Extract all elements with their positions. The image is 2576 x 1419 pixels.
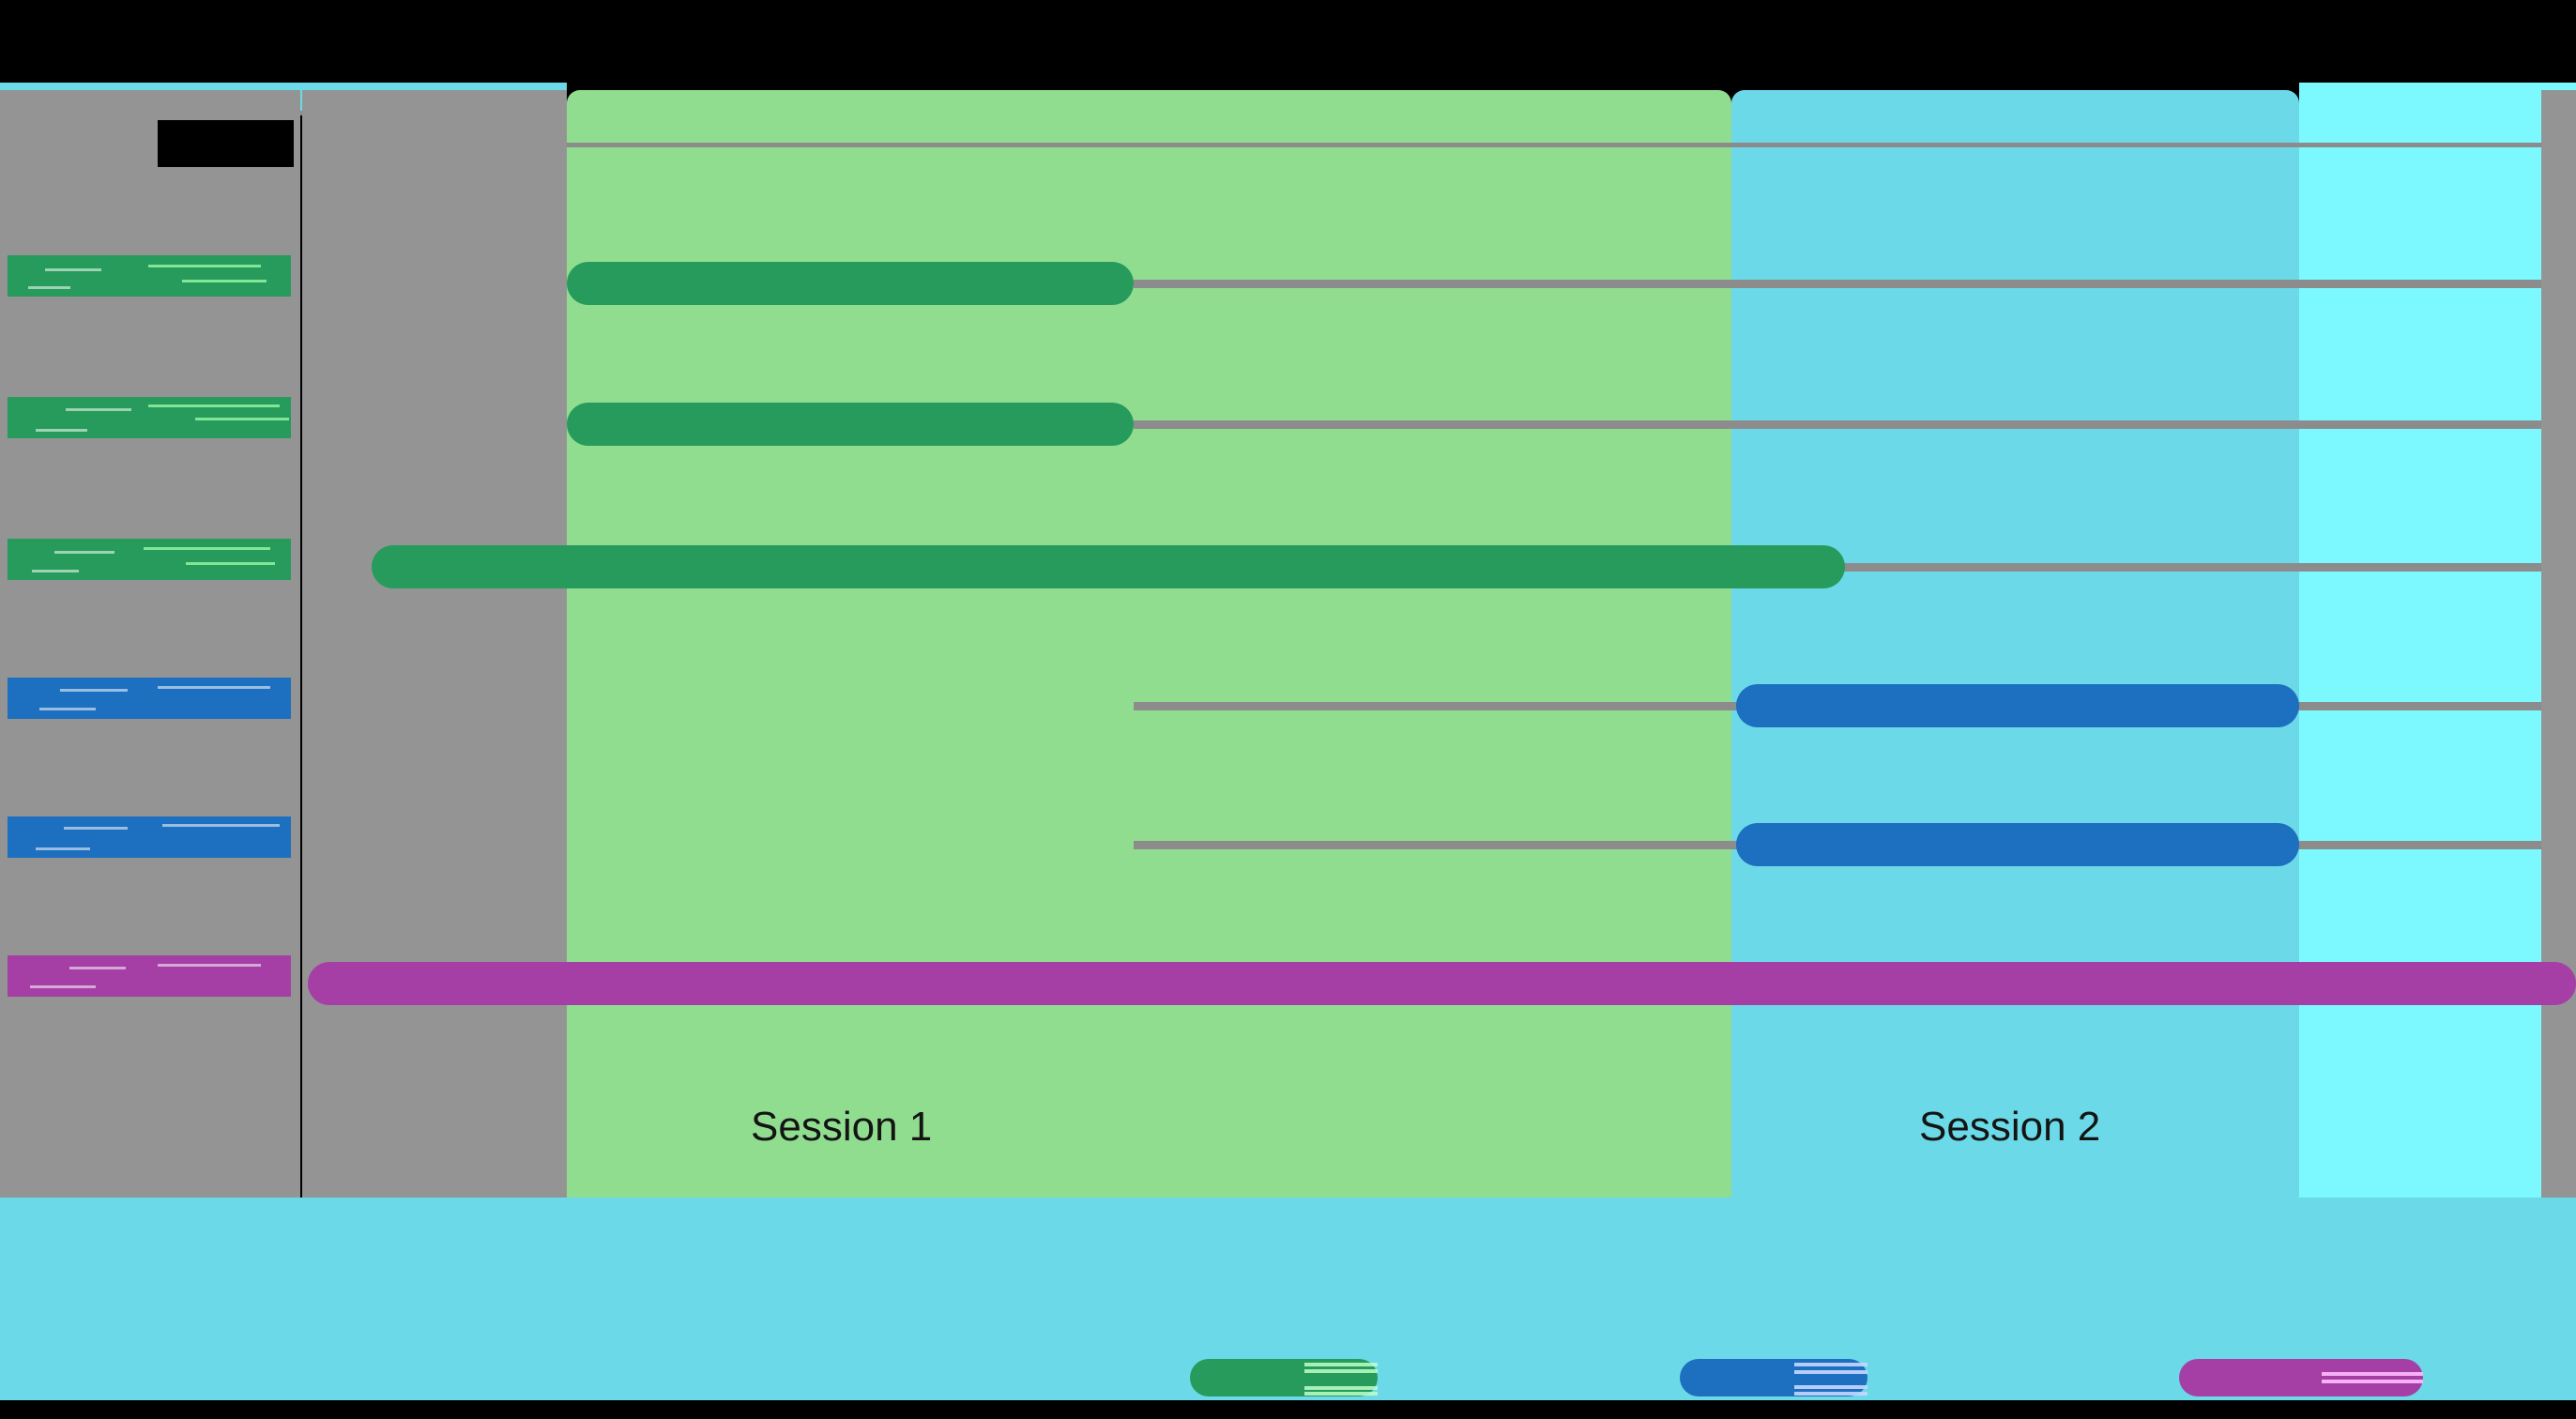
session-band-2	[1731, 90, 2299, 1198]
chart-title	[158, 120, 294, 167]
session-label-2: Session 2	[1919, 1104, 2101, 1150]
session-band-3	[2299, 90, 2541, 1198]
task-label-6[interactable]	[8, 955, 291, 997]
gridline-row-1	[1134, 280, 2541, 288]
task-label-3-text	[8, 539, 291, 580]
task-label-4[interactable]	[8, 678, 291, 719]
gantt-bar-task-2[interactable]	[567, 403, 1134, 446]
task-label-5-text	[8, 816, 291, 858]
session-footer-1	[567, 1047, 1731, 1198]
chart-legend	[0, 1359, 2576, 1419]
session-footer-2	[1731, 1047, 2299, 1198]
task-label-4-text	[8, 678, 291, 719]
session-footer-3	[2299, 1047, 2541, 1198]
gridline-row-0	[567, 143, 2541, 147]
gantt-bar-task-1[interactable]	[567, 262, 1134, 305]
gantt-bar-task-4[interactable]	[1736, 684, 2299, 727]
session-label-1: Session 1	[751, 1104, 933, 1150]
task-label-1-text	[8, 255, 291, 297]
legend-item-1[interactable]	[1190, 1359, 1378, 1396]
left-gutter-panel	[302, 90, 567, 1198]
task-label-2[interactable]	[8, 397, 291, 438]
gridline-row-2	[1134, 420, 2541, 429]
right-gutter-panel	[2541, 90, 2576, 1198]
gantt-bar-task-5[interactable]	[1736, 823, 2299, 866]
legend-item-2[interactable]	[1680, 1359, 1867, 1396]
task-label-1[interactable]	[8, 255, 291, 297]
gantt-bar-task-3[interactable]	[372, 545, 1845, 588]
task-label-6-text	[8, 955, 291, 997]
legend-item-3[interactable]	[2179, 1359, 2423, 1396]
chart-title-text	[158, 120, 294, 167]
task-label-5[interactable]	[8, 816, 291, 858]
session-band-1	[567, 90, 1731, 1198]
gantt-bar-task-6[interactable]	[308, 962, 2576, 1005]
task-label-3[interactable]	[8, 539, 291, 580]
